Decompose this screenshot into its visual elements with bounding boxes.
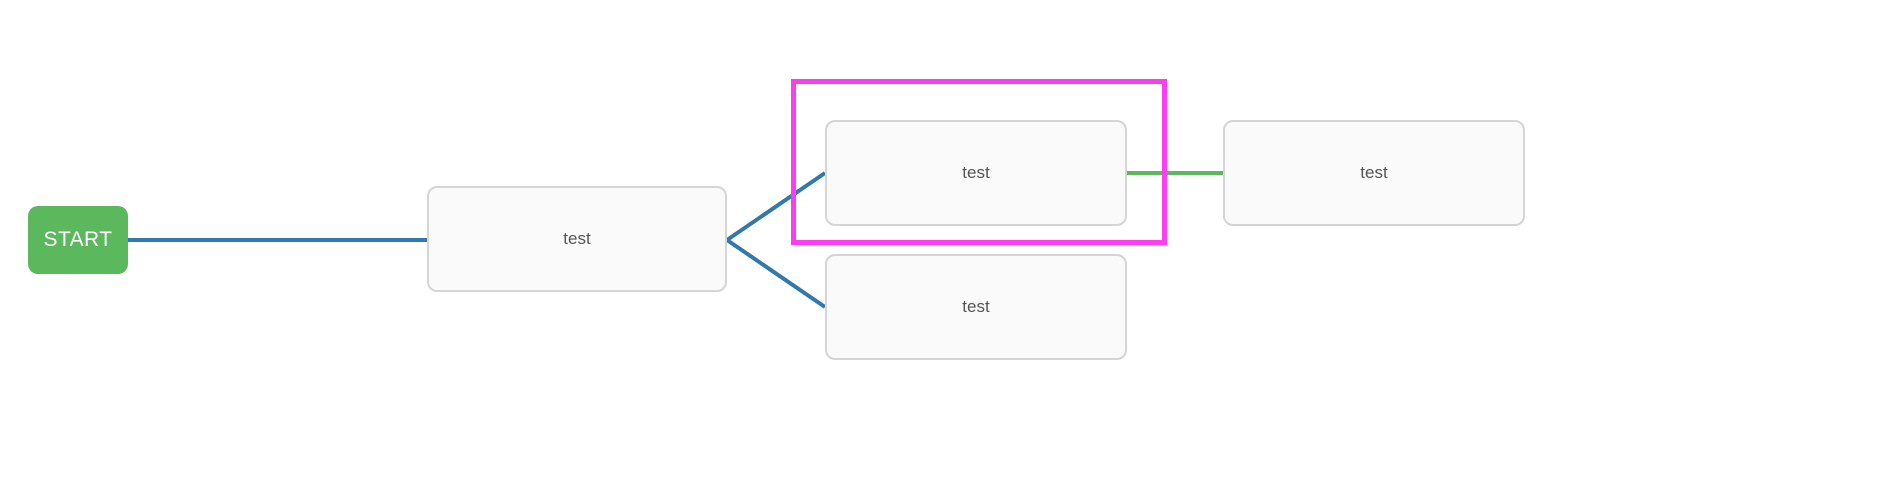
node-task-2-label: test (962, 163, 990, 182)
node-task-1-label: test (563, 229, 591, 248)
edge-task1-to-task3[interactable] (725, 238, 827, 309)
node-task-4-label: test (1360, 163, 1388, 182)
node-task-2[interactable]: test (825, 120, 1127, 226)
selection-rectangle[interactable] (791, 79, 1167, 245)
node-task-1[interactable]: test (427, 186, 727, 292)
node-start-label: START (43, 228, 113, 251)
node-task-3[interactable]: test (825, 254, 1127, 360)
node-task-3-label: test (962, 297, 990, 316)
node-start[interactable]: START (28, 206, 128, 274)
node-task-4[interactable]: test (1223, 120, 1525, 226)
